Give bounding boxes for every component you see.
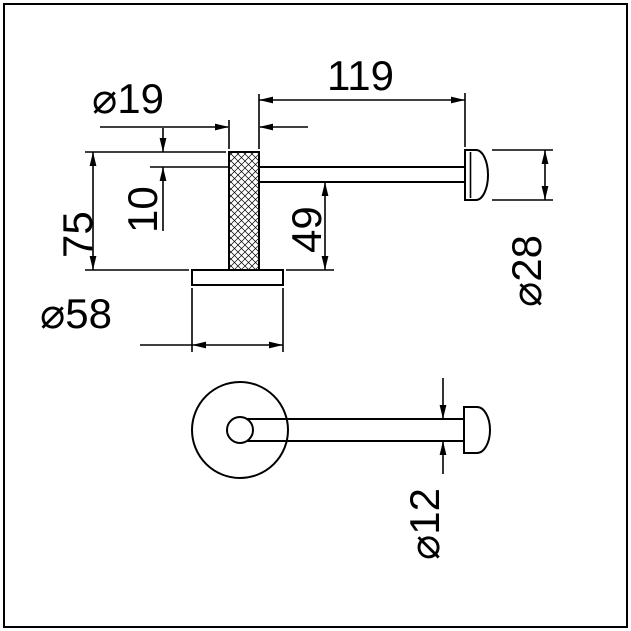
arrowhead [321,182,329,196]
dim-label-end-cap-diameter: ⌀28 [503,235,550,307]
dim-bar-diameter: ⌀12 [401,378,448,560]
arrowhead [259,96,273,104]
front-view [191,381,491,479]
arrowhead [259,123,273,131]
arrowhead [439,405,447,419]
side-view [191,149,489,286]
side-view-end-cap [464,149,489,201]
side-view-arm [258,166,466,183]
dim-label-post-top-offset: 10 [119,186,166,233]
arrowhead [541,186,549,200]
dim-label-bar-diameter: ⌀12 [401,488,448,560]
front-view-post-circle [226,416,254,444]
drawing-border [3,3,628,628]
dim-label-arm-height: 49 [283,206,330,253]
dim-arm-height: 49 [283,182,334,271]
arrowhead [89,256,97,270]
front-view-end-cap [463,406,491,454]
arrowhead [451,96,465,104]
arrowhead [89,152,97,166]
arrowhead [159,138,167,152]
dim-label-base-diameter: ⌀58 [40,290,112,337]
dim-label-post-height: 75 [54,211,101,258]
dim-post-top-offset: 10 [119,128,228,233]
dim-label-arm-length: 119 [327,52,394,99]
dim-base-diameter: ⌀58 [40,288,284,352]
dim-arm-length: 119 [259,52,466,147]
front-view-flange-circle [191,381,289,479]
arrowhead [541,150,549,164]
arrowhead [321,256,329,270]
arrowhead [269,341,283,349]
dim-label-post-diameter: ⌀19 [92,75,164,122]
side-view-post [228,151,260,271]
arrowhead [159,167,167,181]
arrowhead [215,123,229,131]
arrowhead [192,341,206,349]
side-view-base-plate [191,269,284,286]
dim-end-cap-diameter: ⌀28 [492,149,553,307]
arrowhead [439,441,447,455]
dim-post-diameter: ⌀19 [92,75,308,149]
dim-post-height: 75 [54,151,226,271]
